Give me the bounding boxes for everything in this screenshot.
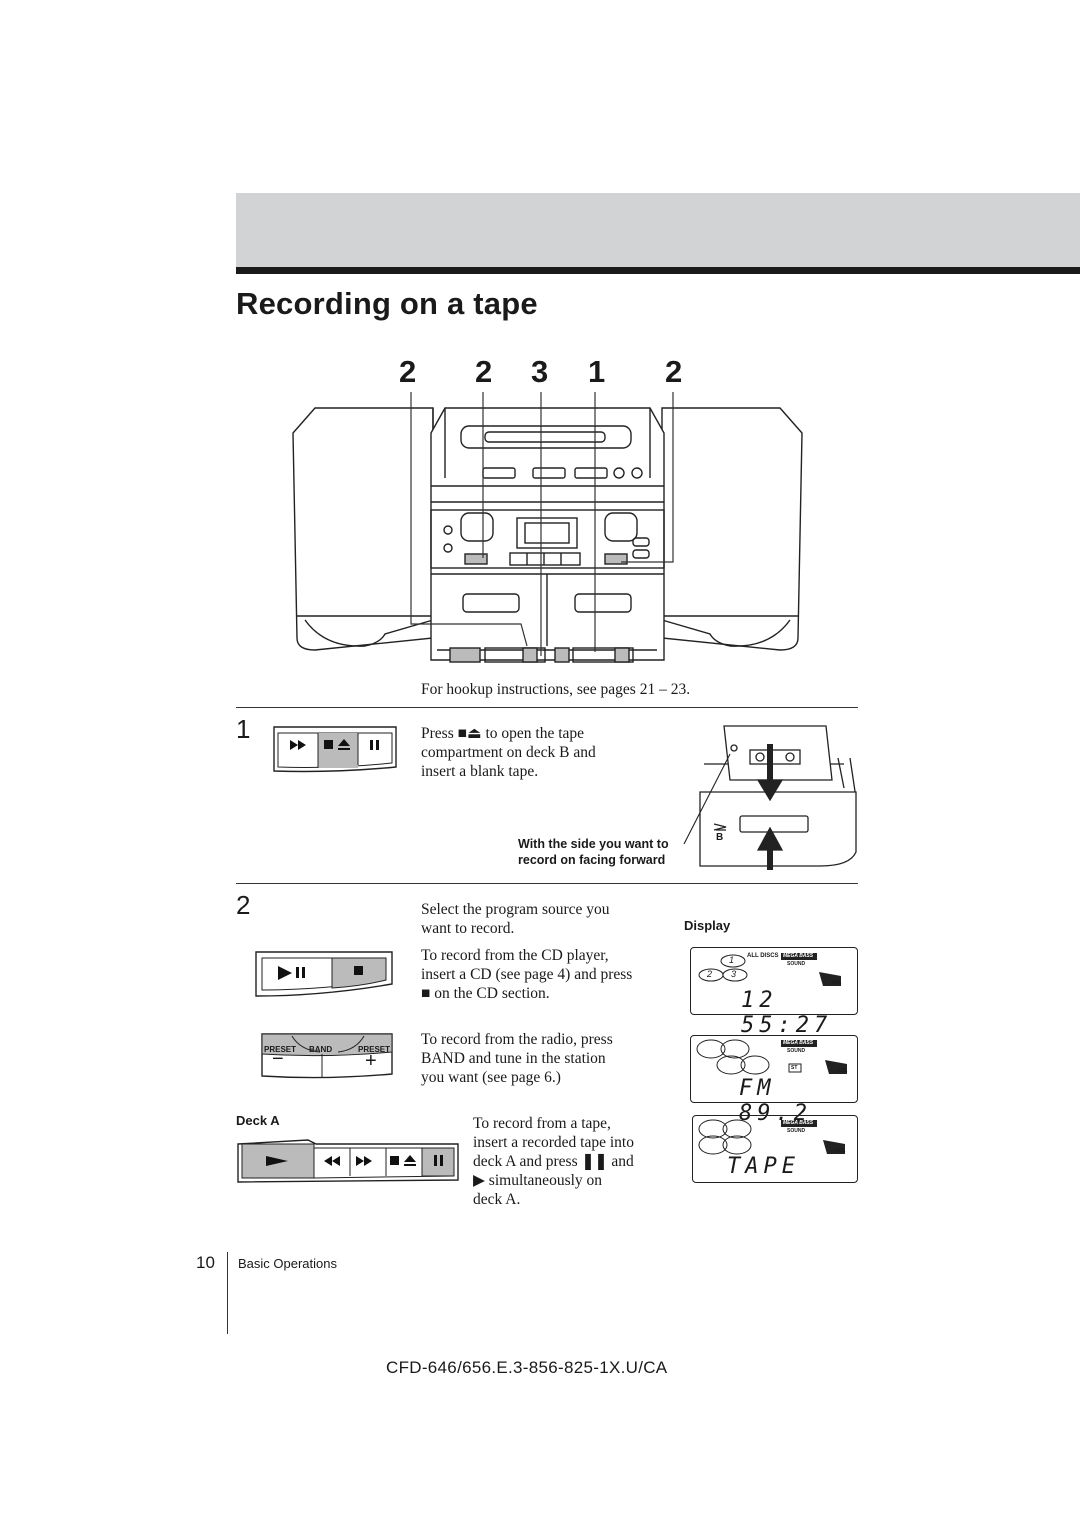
tape-readout: TAPE bbox=[727, 1154, 800, 1179]
tape-line3-after: and bbox=[611, 1153, 634, 1170]
cd-display-indicators bbox=[698, 953, 841, 986]
tape-line5: deck A. bbox=[473, 1191, 521, 1208]
mega-bass-indicator: MEGA BASS bbox=[783, 1120, 814, 1126]
sound-indicator: SOUND bbox=[787, 961, 806, 967]
stop-icon: ■ bbox=[421, 985, 431, 1002]
footer-vertical-rule bbox=[227, 1252, 228, 1334]
all-discs-indicator: ALL DISCS bbox=[747, 953, 779, 959]
disc-number: 3 bbox=[731, 969, 737, 979]
cassette-insert-illustration bbox=[683, 725, 857, 870]
step2-intro-line2: want to record. bbox=[421, 920, 515, 937]
plus-icon: + bbox=[365, 1050, 377, 1072]
page-title: Recording on a tape bbox=[236, 286, 538, 321]
cd-time-readout: 12 55:27 bbox=[741, 988, 833, 1038]
callout-number: 1 bbox=[588, 354, 606, 389]
caption-line1: With the side you want to bbox=[518, 837, 669, 851]
callout-number: 2 bbox=[665, 354, 683, 389]
caption-line2: record on facing forward bbox=[518, 853, 666, 867]
step1-text-after: to open the tape bbox=[485, 725, 585, 742]
band-button-label: BAND bbox=[309, 1045, 333, 1054]
section-divider bbox=[236, 707, 858, 708]
disc-number: 2 bbox=[707, 969, 713, 979]
deck-b-label: B bbox=[716, 832, 724, 843]
tape-display-indicators bbox=[698, 1119, 845, 1155]
callout-number: 2 bbox=[475, 354, 493, 389]
tuner-control-buttons bbox=[261, 1033, 393, 1079]
illustration-caption: With the side you want to record on faci… bbox=[518, 836, 669, 868]
model-code: CFD-646/656.E.3-856-825-1X.U/CA bbox=[386, 1358, 668, 1377]
cd-instructions: To record from the CD player, insert a C… bbox=[421, 946, 632, 1003]
cd-display: 1 2 3 ALL DISCS MEGA BASS SOUND VOL 12 5… bbox=[690, 947, 858, 1038]
preset-down-button-label: PRESET bbox=[264, 1045, 297, 1054]
mega-bass-indicator: MEGA BASS bbox=[783, 1040, 814, 1046]
deck-b-button-panel bbox=[273, 726, 397, 773]
tape-line2: insert a recorded tape into bbox=[473, 1134, 634, 1151]
stereo-system-illustration bbox=[292, 392, 803, 663]
radio-display: MEGA BASS SOUND ST VOL FM 89.2 bbox=[690, 1035, 858, 1126]
pause-icon: ❚❚ bbox=[581, 1153, 608, 1170]
tape-line4: simultaneously on bbox=[488, 1172, 603, 1189]
radio-instructions: To record from the radio, press BAND and… bbox=[421, 1030, 613, 1087]
cd-line2: insert a CD (see page 4) and press bbox=[421, 966, 633, 983]
step-number: 2 bbox=[236, 890, 251, 920]
stereo-indicator: ST bbox=[791, 1065, 798, 1071]
vol-indicator: VOL bbox=[831, 980, 842, 986]
mega-bass-indicator: MEGA BASS bbox=[783, 953, 814, 959]
tape-display: MEGA BASS SOUND VOL TAPE bbox=[692, 1115, 858, 1183]
disc-number: 1 bbox=[729, 955, 735, 965]
radio-line3: you want (see page 6.) bbox=[421, 1069, 561, 1086]
page-number: 10 bbox=[196, 1253, 215, 1272]
section-divider bbox=[236, 883, 858, 884]
tape-line1: To record from a tape, bbox=[473, 1115, 611, 1132]
cd-line1: To record from the CD player, bbox=[421, 947, 609, 964]
step1-text-before: Press bbox=[421, 725, 454, 742]
stop-eject-icon: ■⏏ bbox=[457, 725, 482, 742]
hookup-note: For hookup instructions, see pages 21 – … bbox=[421, 681, 691, 698]
radio-line1: To record from the radio, press bbox=[421, 1031, 613, 1048]
sound-indicator: SOUND bbox=[787, 1128, 806, 1134]
vol-indicator: VOL bbox=[835, 1148, 846, 1154]
radio-display-indicators bbox=[696, 1039, 847, 1075]
preset-up-button-label: PRESET bbox=[358, 1045, 391, 1054]
radio-frequency-readout: FM 89.2 bbox=[739, 1076, 812, 1126]
step1-line2: compartment on deck B and bbox=[421, 744, 596, 761]
cd-line3: on the CD section. bbox=[434, 985, 550, 1002]
step1-line3: insert a blank tape. bbox=[421, 763, 539, 780]
deck-a-button-panel bbox=[237, 1139, 459, 1183]
minus-icon: − bbox=[272, 1048, 284, 1070]
step2-intro: Select the program source you want to re… bbox=[421, 900, 610, 938]
callout-number: 2 bbox=[399, 354, 417, 389]
tape-line3-before: deck A and press bbox=[473, 1153, 578, 1170]
section-header-rule bbox=[236, 267, 1080, 274]
sound-indicator: SOUND bbox=[787, 1048, 806, 1054]
display-label: Display bbox=[684, 918, 731, 933]
section-header-band bbox=[236, 193, 1080, 267]
cd-control-buttons bbox=[255, 951, 393, 997]
callout-number: 3 bbox=[531, 354, 549, 389]
radio-line2: BAND and tune in the station bbox=[421, 1050, 606, 1067]
step1-instruction: Press ■⏏ to open the tape compartment on… bbox=[421, 724, 596, 781]
step2-intro-line1: Select the program source you bbox=[421, 901, 610, 918]
section-name: Basic Operations bbox=[238, 1256, 337, 1271]
step-number: 1 bbox=[236, 714, 251, 744]
deck-a-label: Deck A bbox=[236, 1113, 280, 1128]
play-icon: ▶ bbox=[473, 1172, 485, 1189]
tape-instructions: To record from a tape, insert a recorded… bbox=[473, 1114, 634, 1209]
vol-indicator: VOL bbox=[837, 1068, 848, 1074]
